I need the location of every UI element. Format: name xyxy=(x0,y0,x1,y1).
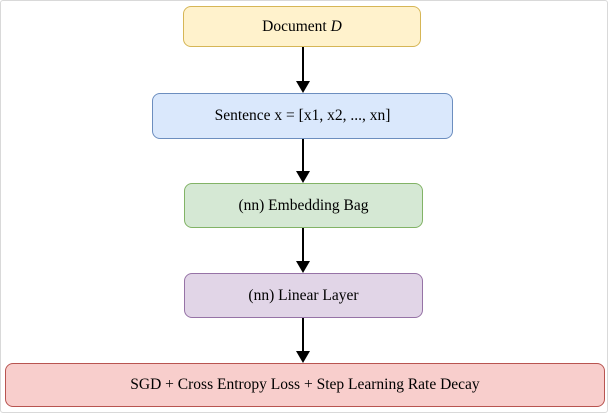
node-sentence-label: Sentence x = [x1, x2, ..., xn] xyxy=(214,107,391,124)
node-document-label: Document D xyxy=(262,17,342,35)
arrow-line xyxy=(302,228,304,264)
node-training-label: SGD + Cross Entropy Loss + Step Learning… xyxy=(130,376,480,393)
node-document: Document D xyxy=(183,6,421,47)
arrow-down-icon xyxy=(296,171,310,183)
node-embedding-bag: (nn) Embedding Bag xyxy=(184,183,423,228)
arrow-line xyxy=(302,47,304,84)
arrow-line xyxy=(302,139,304,174)
node-embedding-bag-label: (nn) Embedding Bag xyxy=(238,196,369,214)
arrow-down-icon xyxy=(296,81,310,93)
node-linear-layer-label: (nn) Linear Layer xyxy=(248,286,359,304)
node-training: SGD + Cross Entropy Loss + Step Learning… xyxy=(5,363,605,407)
arrow-line xyxy=(302,318,304,354)
arrow-down-icon xyxy=(296,351,310,363)
arrow-down-icon xyxy=(296,261,310,273)
node-sentence: Sentence x = [x1, x2, ..., xn] xyxy=(152,93,453,139)
node-linear-layer: (nn) Linear Layer xyxy=(184,273,423,318)
